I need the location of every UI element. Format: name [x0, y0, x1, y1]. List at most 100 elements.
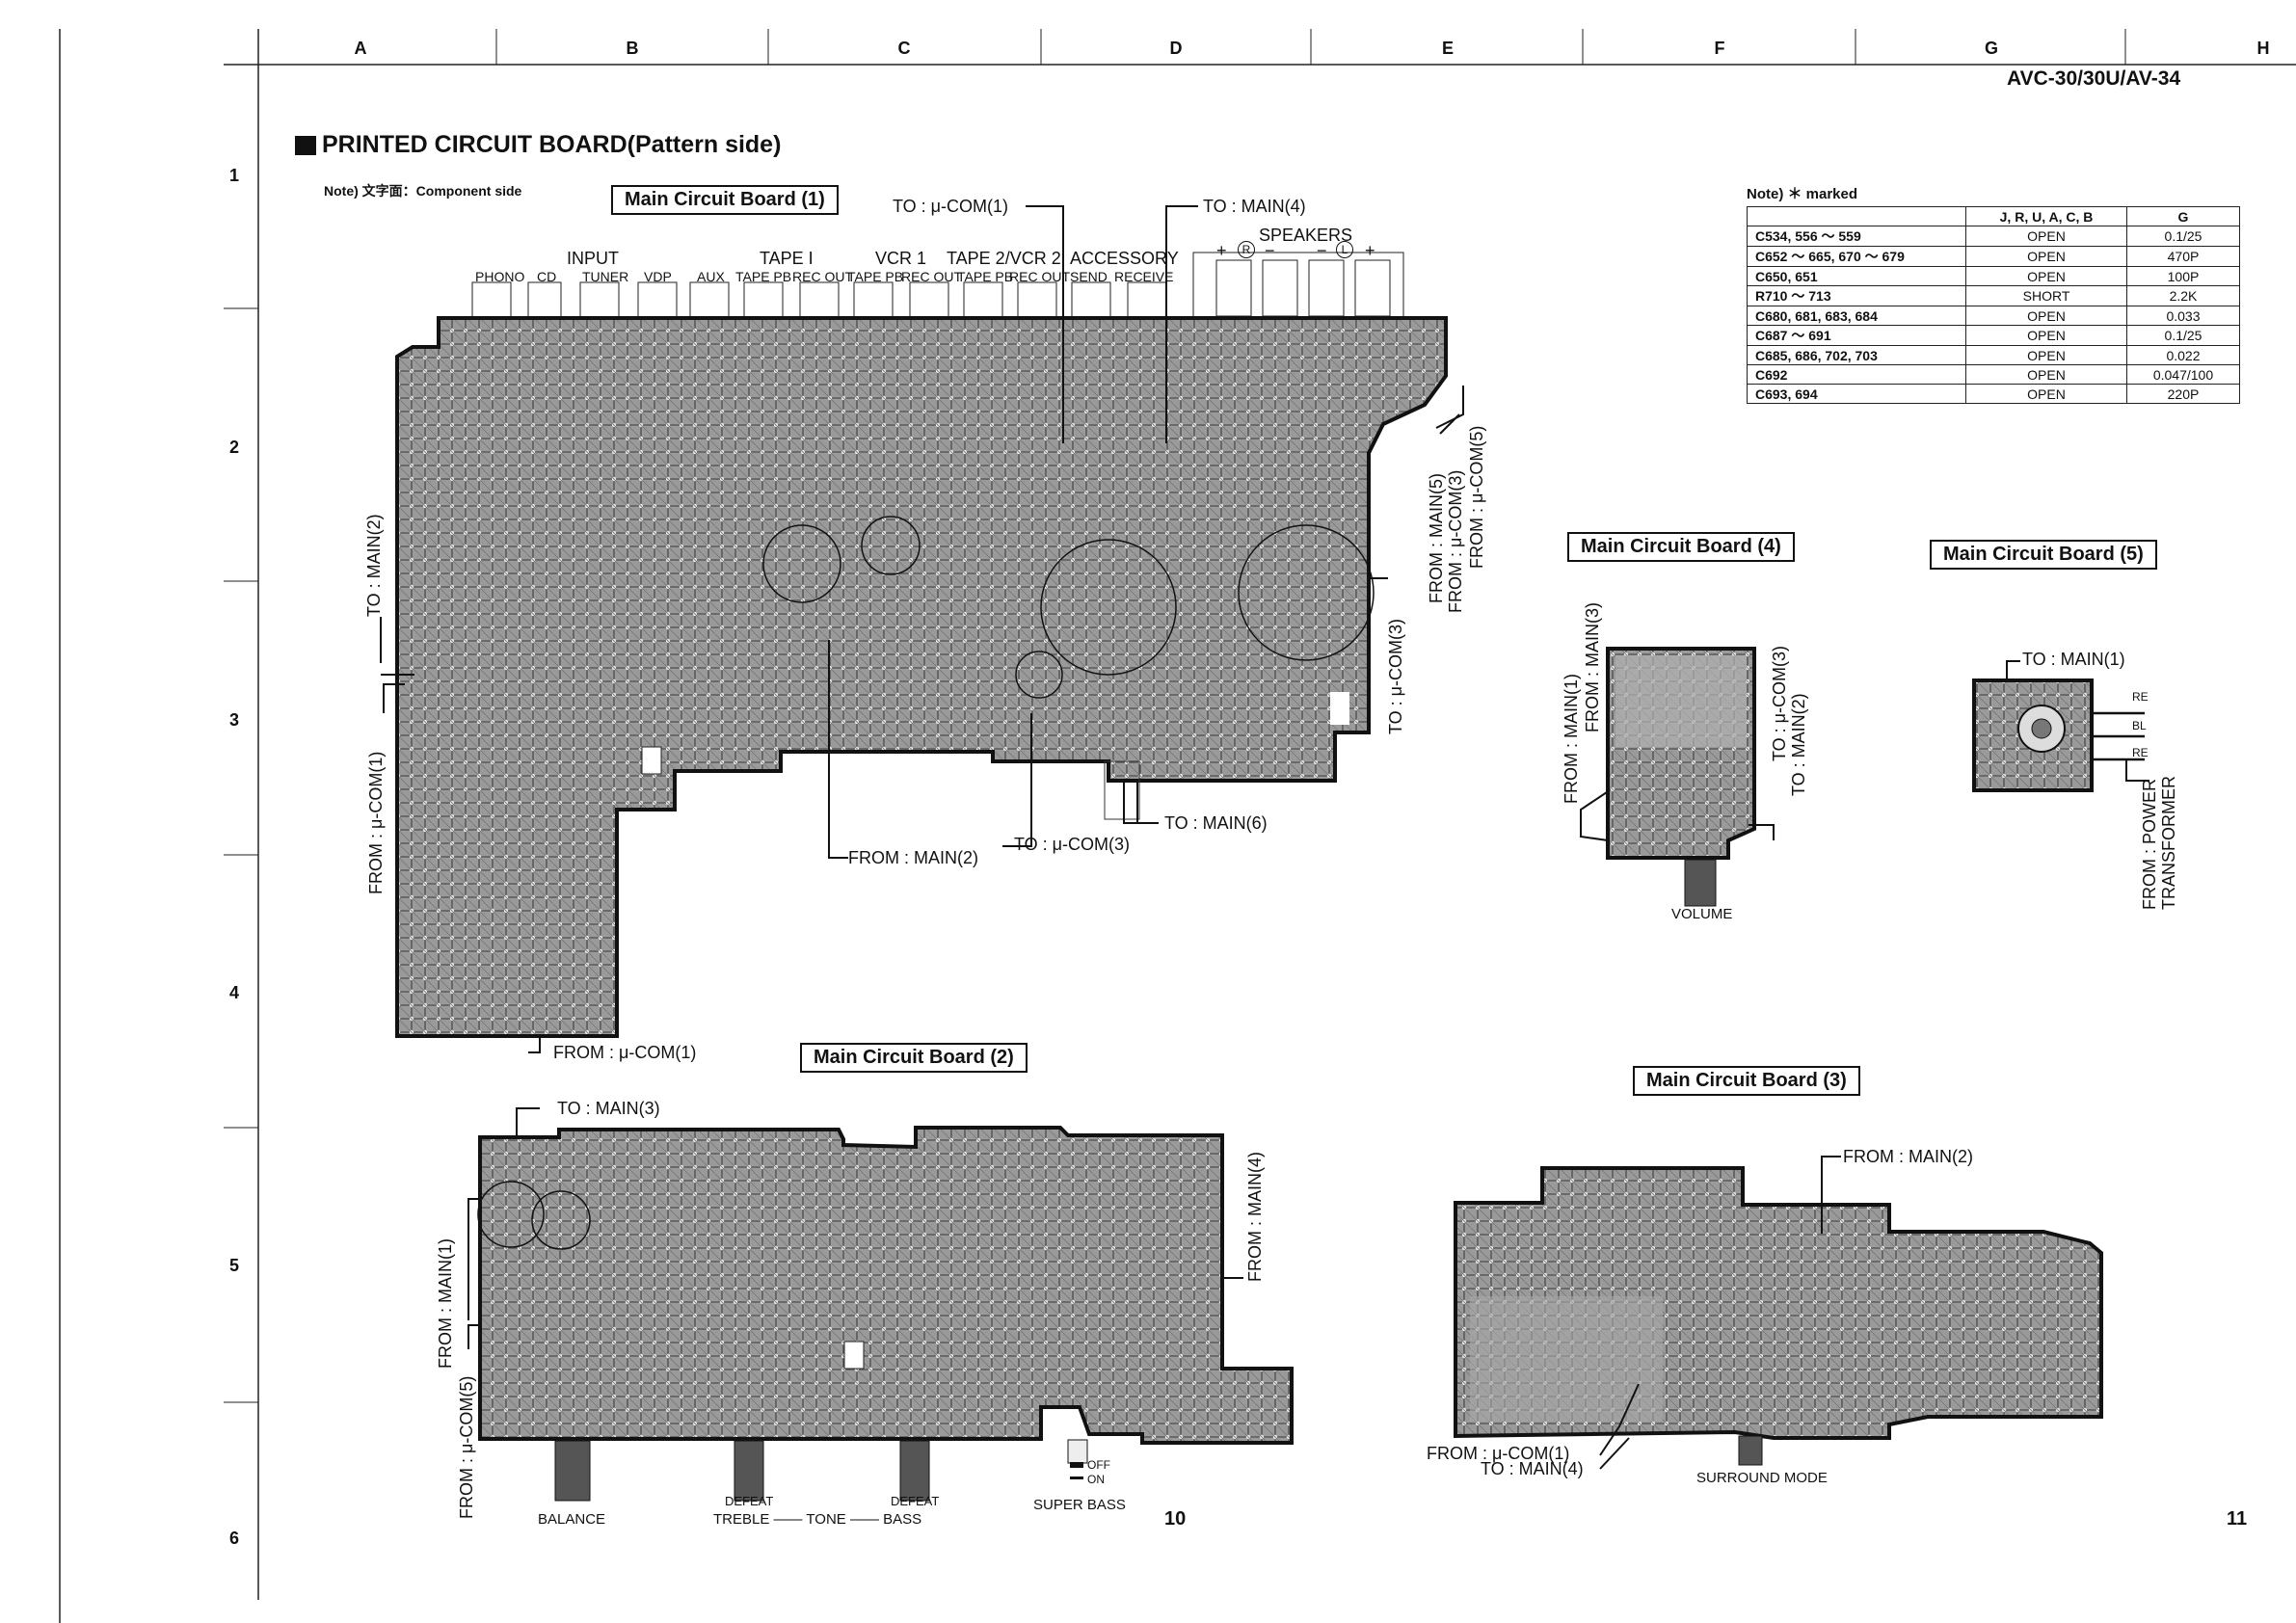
jack-tuner: TUNER	[582, 269, 629, 284]
board-label-3: Main Circuit Board (3)	[1633, 1066, 1860, 1096]
jack-send: SEND	[1070, 269, 1108, 284]
jack-phono: PHONO	[475, 269, 525, 284]
row-4: 4	[229, 983, 240, 1002]
note-part: C693, 694	[1747, 384, 1966, 404]
control-volume: VOLUME	[1671, 906, 1733, 922]
label-b4-to-main2: TO : MAIN(2)	[1789, 693, 1808, 796]
note-part: R710 ～ 713	[1747, 285, 1966, 306]
jack-vcr1-pb: TAPE PB	[847, 269, 904, 284]
speaker-mark-3: −	[1265, 241, 1275, 260]
model-number: AVC-30/30U/AV-34	[2007, 67, 2181, 90]
note-part: C687 ～ 691	[1747, 325, 1966, 346]
note-part: C680, 681, 683, 684	[1747, 306, 1966, 326]
board-label-1: Main Circuit Board (1)	[611, 185, 839, 215]
label-b3-from-ucom1: FROM : μ-COM(1)	[1427, 1444, 1570, 1463]
label-to-main2: TO : MAIN(2)	[364, 514, 384, 617]
jack-receive: RECEIVE	[1114, 269, 1174, 284]
label-b4-to-ucom3: TO : μ-COM(3)	[1770, 645, 1789, 761]
note-part: C685, 686, 702, 703	[1747, 345, 1966, 365]
label-b5-from-power: FROM : POWER	[2140, 779, 2159, 910]
note-jruacb: OPEN	[1965, 226, 2127, 247]
note-header-0	[1747, 206, 1966, 226]
pcb-board-5	[1972, 678, 2149, 792]
note-jruacb: OPEN	[1965, 364, 2127, 385]
note-g: 0.022	[2126, 345, 2240, 365]
note-part: C692	[1747, 364, 1966, 385]
speaker-mark-1: +	[1216, 241, 1227, 260]
note-header-1: J, R, U, A, C, B	[1965, 206, 2127, 226]
row-6: 6	[229, 1529, 240, 1548]
note-jruacb: SHORT	[1965, 285, 2127, 306]
pcb-board-3	[1454, 1166, 2103, 1466]
label-b2-from-main1: FROM : MAIN(1)	[436, 1238, 455, 1369]
row-2: 2	[229, 438, 240, 457]
speaker-mark-l: L	[1336, 241, 1353, 258]
col-b: B	[626, 39, 639, 58]
label-from-ucom5: FROM : μ-COM(5)	[1467, 425, 1486, 569]
control-tone-line: TREBLE —— TONE —— BASS	[713, 1511, 922, 1528]
col-g: G	[1984, 39, 1998, 58]
wire-bl: BL	[2132, 719, 2147, 732]
pcb-board-2	[477, 1126, 1294, 1502]
label-from-ucom1-left: FROM : μ-COM(1)	[366, 751, 386, 894]
note-header-2: G	[2126, 206, 2240, 226]
label-b2-from-ucom5: FROM : μ-COM(5)	[457, 1375, 476, 1519]
note-jruacb: OPEN	[1965, 325, 2127, 346]
component-side-note: Note) 文字面：Component side	[324, 183, 522, 199]
col-f: F	[1714, 39, 1725, 58]
label-from-main5: FROM : MAIN(5)	[1427, 473, 1446, 603]
speaker-mark-6: +	[1365, 241, 1375, 260]
label-b5-to-main1: TO : MAIN(1)	[2022, 650, 2125, 669]
speaker-mark-r: R	[1238, 241, 1255, 258]
page-number-right: 11	[2227, 1508, 2248, 1530]
jack-group-input: INPUT	[567, 249, 619, 268]
jack-tape2-pb: TAPE PB	[957, 269, 1014, 284]
label-to-ucom3-right: TO : μ-COM(3)	[1386, 618, 1405, 734]
note-jruacb: OPEN	[1965, 306, 2127, 326]
pcb-board-4	[1606, 647, 1756, 907]
note-jruacb: OPEN	[1965, 345, 2127, 365]
col-h: H	[2256, 39, 2270, 58]
note-part: C534, 556 ～ 559	[1747, 226, 1966, 247]
wire-re-2: RE	[2132, 746, 2149, 759]
board-label-5: Main Circuit Board (5)	[1930, 540, 2157, 570]
jack-vdp: VDP	[644, 269, 672, 284]
row-3: 3	[229, 710, 240, 730]
label-b4-from-main1: FROM : MAIN(1)	[1562, 674, 1581, 804]
note-g: 2.2K	[2126, 285, 2240, 306]
label-from-ucom1-bottom: FROM : μ-COM(1)	[553, 1043, 697, 1062]
label-b5-transformer: TRANSFORMER	[2159, 776, 2178, 910]
note-g: 0.033	[2126, 306, 2240, 326]
label-to-main4: TO : MAIN(4)	[1203, 197, 1306, 216]
label-b3-to-main4: TO : MAIN(4)	[1481, 1459, 1584, 1478]
page-title: PRINTED CIRCUIT BOARD(Pattern side)	[322, 131, 782, 158]
pcb-board-1	[395, 252, 1448, 1038]
note-table-title: Note) ＊ marked	[1747, 186, 1858, 202]
note-g: 0.1/25	[2126, 226, 2240, 247]
note-part: C652 ～ 665, 670 ～ 679	[1747, 246, 1966, 267]
jack-tape1-pb: TAPE PB	[735, 269, 792, 284]
label-b3-from-main2: FROM : MAIN(2)	[1843, 1147, 1973, 1166]
label-to-ucom3: TO : μ-COM(3)	[1014, 835, 1131, 854]
jack-vcr1-rec: REC OUT	[901, 269, 962, 284]
control-treble-defeat: DEFEAT	[725, 1494, 774, 1508]
label-b4-from-main3: FROM : MAIN(3)	[1583, 602, 1602, 732]
jack-group-accessory: ACCESSORY	[1070, 249, 1179, 268]
control-bass-defeat: DEFEAT	[891, 1494, 940, 1508]
control-surround-mode: SURROUND MODE	[1696, 1470, 1828, 1486]
jack-group-tape1: TAPE I	[760, 249, 814, 268]
note-g: 100P	[2126, 266, 2240, 286]
col-a: A	[354, 39, 367, 58]
col-d: D	[1169, 39, 1183, 58]
label-b2-from-main4: FROM : MAIN(4)	[1245, 1152, 1265, 1282]
note-g: 220P	[2126, 384, 2240, 404]
col-e: E	[1441, 39, 1454, 58]
board-label-2: Main Circuit Board (2)	[800, 1043, 1028, 1073]
label-to-ucom1: TO : μ-COM(1)	[893, 197, 1009, 216]
